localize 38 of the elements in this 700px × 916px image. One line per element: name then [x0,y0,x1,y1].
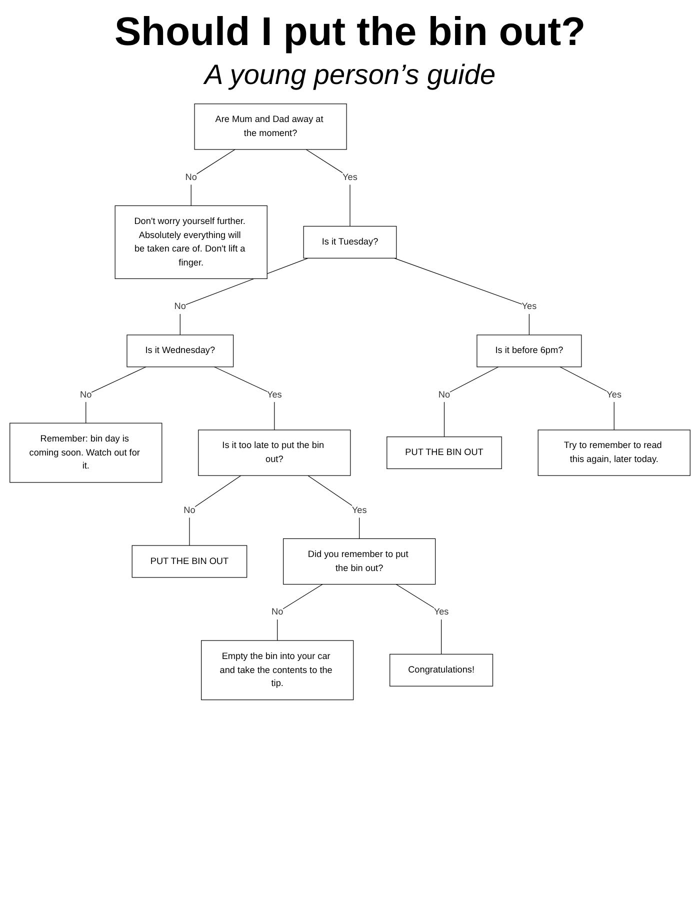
connector [86,366,146,424]
edge-label: No [184,504,196,516]
connector [394,258,530,336]
edge-label: No [174,301,186,312]
connector [306,149,350,227]
node-box: Congratulations! [390,654,494,686]
node-box: Are Mum and Dad away at the moment? [194,104,347,150]
edge-label: Yes [266,389,282,400]
connector [214,366,275,430]
title: Should I put the bin out? [114,10,586,55]
edge-label: No [438,389,450,400]
connector [308,475,360,539]
node-box: Did you remember to put the bin out? [283,538,436,585]
edge-label: No [185,172,197,182]
connector [396,584,442,655]
connector [189,475,242,546]
node-box: Is it before 6pm? [476,334,582,368]
edge-label: Yes [342,172,358,182]
edge-label: Yes [606,389,622,400]
connector [277,584,323,641]
node-box: Try to remember to read this again, later today. [538,430,690,476]
node-box: PUT THE BIN OUT [132,545,248,578]
edge-label: Yes [352,504,367,516]
edge-label: No [80,389,92,400]
node-box: PUT THE BIN OUT [386,436,502,470]
node-box: Is it Wednesday? [126,334,234,368]
node-box: Remember: bin day is coming soon. Watch out for it. [10,422,162,483]
edge-label: Yes [434,606,449,618]
node-box: Empty the bin into your car and take the contents to the tip. [201,640,354,700]
edge-label: Yes [522,301,537,312]
connector [560,366,614,430]
edge-label: No [272,606,284,618]
node-box: Don't worry yourself further. Absolutely everything will be taken care of. Don't lift a finger. [114,205,268,279]
node-box: Is it too late to put the bin out? [198,430,351,476]
connector [444,366,499,438]
connector [190,149,236,206]
node-box: Is it Tuesday? [303,226,397,258]
subtitle: A young person’s guide [204,59,496,91]
